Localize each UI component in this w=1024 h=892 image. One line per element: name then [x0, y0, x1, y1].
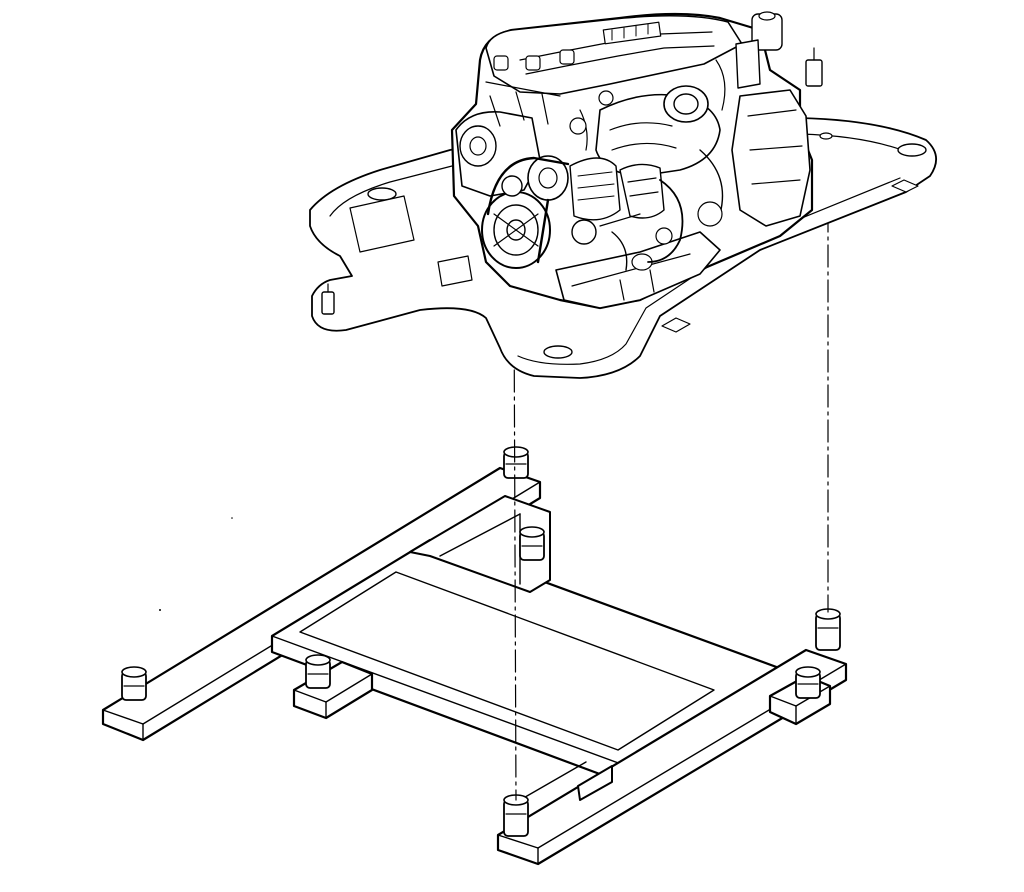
- engine-belt: [486, 156, 597, 264]
- engine-alternator: [527, 155, 621, 221]
- fixture-post-right-foot: [795, 666, 821, 699]
- fixture-right-arm: [496, 648, 848, 866]
- fixture-post-left: [121, 666, 147, 701]
- fixture-post-right-rear: [815, 608, 841, 651]
- engine-cam-cover: [485, 14, 743, 95]
- cradle-stud-left: [321, 283, 335, 315]
- fixture-front-strut: [519, 761, 613, 801]
- cradle-stud-right: [805, 47, 823, 87]
- stray-dot: [159, 609, 161, 611]
- engine-transmission-side: [731, 11, 811, 227]
- engine-intake-manifold: [595, 85, 721, 219]
- alignment-line-front: [513, 299, 517, 801]
- fixture-post-left-foot: [305, 654, 331, 689]
- engine-timing-cover: [455, 111, 541, 197]
- engine-block-details: [485, 49, 655, 301]
- engine-oil-pan: [555, 231, 721, 309]
- fixture-post-front: [503, 794, 529, 837]
- fixture-post-center: [519, 526, 545, 561]
- fixture-post-rear: [503, 446, 529, 479]
- holding-fixture: [101, 446, 848, 866]
- engine-crank-pulley: [481, 191, 551, 269]
- engine: [450, 11, 814, 310]
- fixture-left-foot: [292, 660, 374, 720]
- engine-hoses: [569, 59, 726, 271]
- stray-dot: [231, 517, 233, 519]
